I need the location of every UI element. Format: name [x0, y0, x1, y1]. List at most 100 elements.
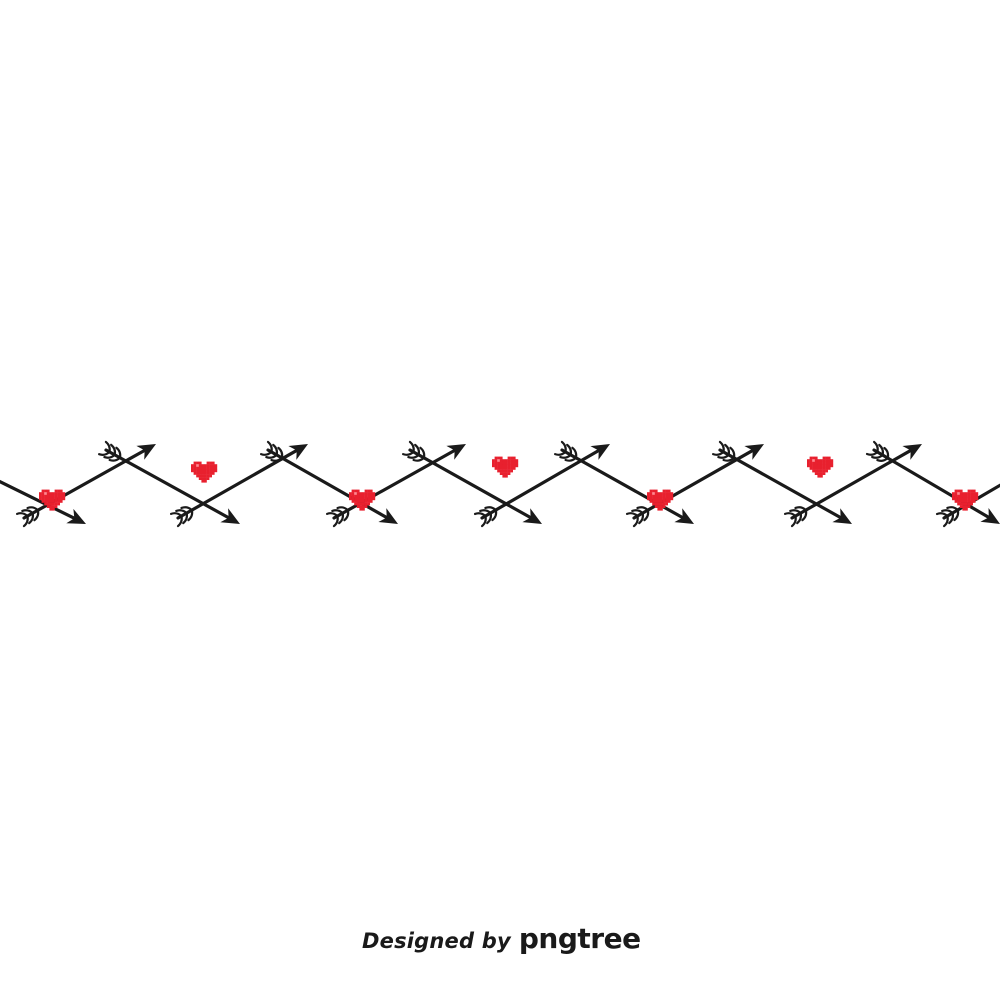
arrow-icon	[865, 440, 1000, 524]
heart-pixel	[497, 469, 500, 473]
heart-pixel	[817, 461, 821, 465]
heart-pixel	[62, 492, 66, 495]
heart-pixel	[201, 474, 205, 478]
arrow-feather	[560, 440, 567, 454]
heart-pixel	[809, 464, 813, 468]
heart-pixel	[209, 474, 212, 478]
arrow-icon	[15, 444, 156, 528]
watermark-brand: pngtree	[518, 922, 641, 955]
heart-pixel	[952, 492, 955, 495]
heart-pixel	[652, 500, 655, 503]
heart-pixel	[827, 461, 831, 465]
heart-pixel	[204, 466, 207, 470]
arrow-icon	[553, 440, 694, 524]
heart-pixel	[662, 502, 666, 506]
heart-pixel	[954, 494, 958, 498]
arrow-shaft	[266, 448, 388, 519]
heart-pixel	[196, 474, 199, 478]
arrow-feather	[259, 450, 273, 456]
heart-pixel	[954, 500, 958, 503]
heart-pixel	[652, 494, 655, 498]
heart-pixel	[211, 466, 215, 470]
heart-pixel	[46, 502, 50, 506]
heart-highlight	[957, 492, 960, 495]
heart-pixel	[362, 502, 365, 506]
heart-pixel	[812, 461, 815, 465]
heart-pixel	[967, 505, 971, 508]
heart-pixel	[41, 497, 45, 501]
heart-pixel	[211, 464, 215, 467]
arrow-shaft	[790, 449, 912, 520]
heart-pixel	[367, 492, 370, 495]
heart-pixel	[191, 464, 194, 467]
heart-pixel	[367, 489, 370, 493]
heart-pixel	[52, 502, 55, 506]
heart-pixel	[505, 472, 508, 475]
heart-pixel	[198, 477, 202, 480]
heart-pixel	[62, 497, 66, 501]
heart-pixel	[351, 489, 355, 493]
heart-pixel	[649, 497, 653, 501]
heart-pixel	[351, 492, 355, 495]
heart-pixel	[206, 469, 210, 473]
heart-pixel	[49, 500, 53, 503]
heart-pixel	[46, 494, 50, 498]
heart-pixel	[515, 461, 519, 465]
heart-pixel	[812, 469, 815, 473]
arrow-head	[446, 444, 466, 460]
arrow-head	[66, 508, 86, 524]
watermark: Designed by pngtree	[362, 922, 641, 962]
arrow-head	[590, 444, 610, 460]
heart-pixel	[505, 467, 508, 470]
arrow-feather	[946, 506, 959, 512]
heart-pixel	[209, 469, 212, 473]
heart-pixel	[814, 467, 818, 470]
heart-pixel	[198, 469, 202, 473]
heart-pixel	[647, 497, 650, 501]
arrow-shaft	[718, 448, 842, 519]
heart-pixel	[975, 492, 979, 495]
heart-pixel	[959, 502, 963, 506]
heart-pixel	[507, 472, 511, 475]
heart-pixel	[364, 505, 368, 508]
heart-pixel	[825, 467, 828, 470]
heart-pixel	[209, 464, 212, 467]
heart-pixel	[510, 464, 513, 468]
heart-pixel	[349, 497, 352, 501]
heart-pixel	[52, 507, 55, 511]
heart-pixel	[204, 477, 207, 480]
heart-pixel	[369, 489, 373, 493]
heart-pixel	[505, 474, 508, 478]
heart-pixel	[497, 461, 500, 465]
heart-pixel	[957, 489, 960, 493]
arrow-feather	[724, 443, 731, 456]
heart-pixel	[369, 497, 373, 501]
arrow-feather	[871, 453, 884, 459]
heart-pixel	[204, 472, 207, 475]
heart-pixel	[502, 469, 506, 473]
heart-pixel	[812, 464, 815, 468]
heart-pixel	[665, 500, 668, 503]
heart-pixel	[814, 459, 818, 462]
heart-pixel	[665, 489, 668, 493]
heart-pixel	[654, 492, 658, 495]
heart-pixel	[512, 459, 516, 462]
arrow-shaft	[22, 449, 146, 520]
heart-pixel	[356, 497, 360, 501]
heart-pixel	[49, 502, 53, 506]
heart-pixel	[356, 500, 360, 503]
heart-pixel	[211, 469, 215, 473]
heart-pixel	[649, 489, 653, 493]
heart-pixel	[49, 497, 53, 501]
heart-pixel	[57, 494, 60, 498]
heart-pixel	[362, 494, 365, 498]
heart-icon	[647, 489, 674, 511]
heart-pixel	[46, 505, 50, 508]
heart-pixel	[654, 505, 658, 508]
arrow-feather	[479, 509, 492, 515]
heart-pixel	[362, 492, 365, 495]
heart-pixel	[507, 459, 511, 462]
heart-pixel	[351, 494, 355, 498]
heart-pixel	[497, 467, 500, 470]
